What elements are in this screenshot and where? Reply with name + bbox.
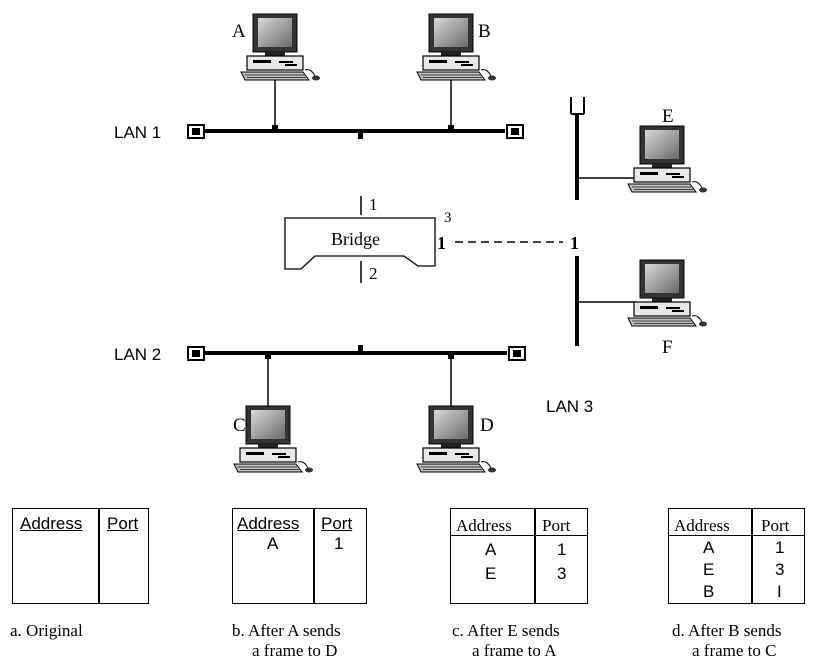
table-c-row1-port: 1 [557, 540, 567, 559]
lan1-left-terminator [187, 124, 205, 139]
computer-b-label: B [478, 21, 491, 42]
table-c-row2-address: E [485, 564, 497, 583]
table-a-header-address: Address [20, 514, 83, 533]
caption-c-line2: a frame to A [472, 641, 557, 660]
caption-a: a. Original [10, 621, 83, 641]
table-a-header-port: Port [107, 514, 139, 533]
lan1-label: LAN 1 [114, 123, 162, 142]
forwarding-table-a: Address Port [12, 508, 149, 604]
bridge-port-3: 3 [444, 210, 452, 226]
forwarding-table-c: Address Port A 1 E 3 [450, 508, 588, 604]
forwarding-table-b: Address Port A 1 [232, 508, 367, 604]
bridge-label: Bridge [331, 229, 380, 249]
bridge-port-right: 1 [437, 233, 446, 253]
table-c-header-address: Address [456, 516, 512, 535]
caption-d: d. After B sends a frame to C [672, 621, 782, 661]
lan2-left-terminator [187, 346, 205, 361]
table-d-header-address: Address [674, 516, 730, 535]
caption-b: b. After A sends a frame to D [232, 621, 341, 661]
computer-e [627, 125, 708, 194]
lan3-label: LAN 3 [546, 397, 594, 416]
caption-a-line1: a. Original [10, 621, 83, 640]
lan2-label: LAN 2 [114, 345, 162, 364]
table-d-row2-port: 3 [775, 560, 785, 579]
table-d-row1-port: 1 [775, 538, 785, 557]
bridge-port-bottom: 2 [369, 264, 378, 283]
computer-e-label: E [662, 106, 674, 127]
caption-b-line1: b. After A sends [232, 621, 341, 640]
table-d-row3-address: B [703, 582, 715, 601]
table-b-row1-port: 1 [334, 534, 344, 553]
computer-c [233, 405, 314, 474]
caption-d-line2: a frame to C [692, 641, 777, 660]
table-d-header-port: Port [761, 516, 790, 535]
bridge-port-top: 1 [369, 195, 378, 214]
computer-c-label: C [233, 415, 246, 436]
table-d-row3-port: I [777, 582, 782, 601]
computer-f [627, 259, 708, 328]
forwarding-table-d: Address Port A 1 E 3 B I [668, 508, 805, 604]
computer-f-label: F [662, 337, 673, 358]
lan3-link-port: 1 [570, 233, 579, 253]
bridge-box [284, 217, 436, 270]
computer-a [240, 13, 321, 82]
table-c-header-port: Port [542, 516, 571, 535]
table-b-header-address: Address [237, 514, 300, 533]
table-d-row1-address: A [703, 538, 715, 557]
table-d-row2-address: E [703, 560, 715, 579]
table-c-row1-address: A [485, 540, 497, 559]
computer-a-label: A [232, 21, 246, 42]
lan2-right-terminator [508, 346, 526, 361]
table-b-row1-address: A [267, 534, 279, 553]
table-c-row2-port: 3 [557, 564, 567, 583]
caption-c: c. After E sends a frame to A [452, 621, 560, 661]
lan1-right-terminator [506, 124, 524, 139]
caption-c-line1: c. After E sends [452, 621, 560, 640]
caption-d-line1: d. After B sends [672, 621, 782, 640]
caption-b-line2: a frame to D [252, 641, 338, 660]
computer-d-label: D [480, 415, 494, 436]
table-b-header-port: Port [321, 514, 353, 533]
